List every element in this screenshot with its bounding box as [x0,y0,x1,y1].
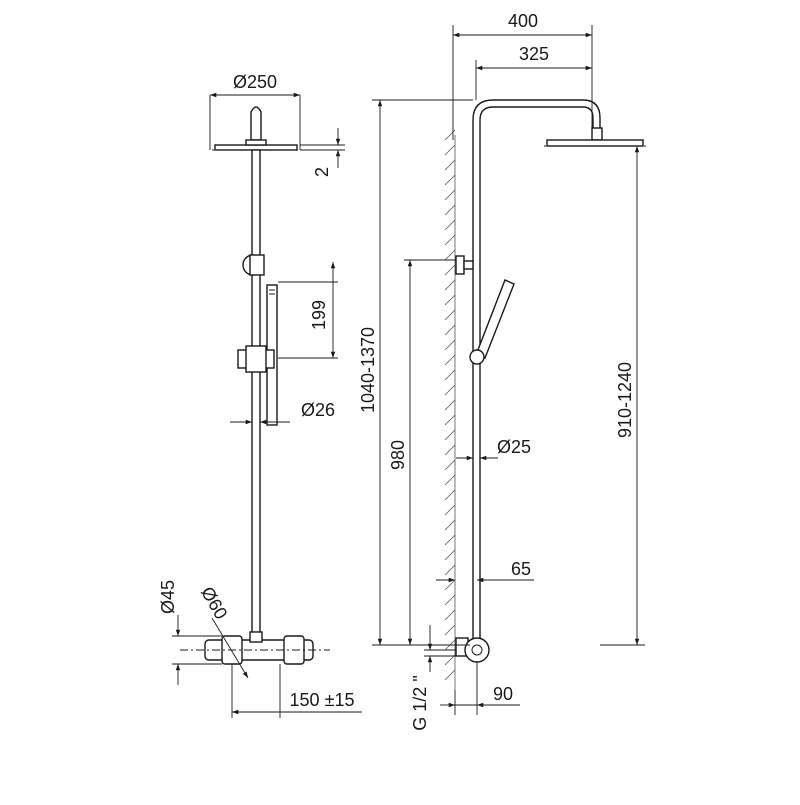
front-shower-head [212,106,300,151]
wall-hatching [444,129,456,690]
dim-arm-reach-total: 400 [508,11,538,31]
front-hand-shower [237,284,278,426]
dim-inlet-spacing: 150 ±15 [290,690,355,710]
dim-valve-diameter-60: Ø60 [197,583,231,622]
front-valve [180,631,330,665]
dim-rail-diameter: Ø26 [301,400,335,420]
side-wall-bracket [455,255,474,275]
dim-arm-reach-head: 325 [519,44,549,64]
dim-head-thickness: 2 [312,167,332,177]
dim-total-height: 1040-1370 [358,327,378,413]
dim-valve-offset: 90 [493,684,513,704]
dim-head-height: 910-1240 [615,362,635,438]
dim-valve-diameter-45: Ø45 [158,580,178,614]
side-pipe [472,99,646,641]
front-rail [242,149,265,641]
dim-bracket-height: 980 [388,440,408,470]
side-valve [455,637,490,663]
dim-wall-offset: 65 [511,559,531,579]
dim-thread: G 1/2 " [410,675,430,730]
front-view: Ø250 2 199 Ø26 Ø45 Ø60 150 ±15 [158,72,362,718]
side-hand-shower [469,279,515,365]
side-view: 400 325 1040-1370 980 910-1240 Ø25 65 G [358,11,646,731]
dim-pipe-diameter: Ø25 [497,437,531,457]
dim-hand-shower-length: 199 [309,300,329,330]
dim-head-diameter: Ø250 [233,72,277,92]
